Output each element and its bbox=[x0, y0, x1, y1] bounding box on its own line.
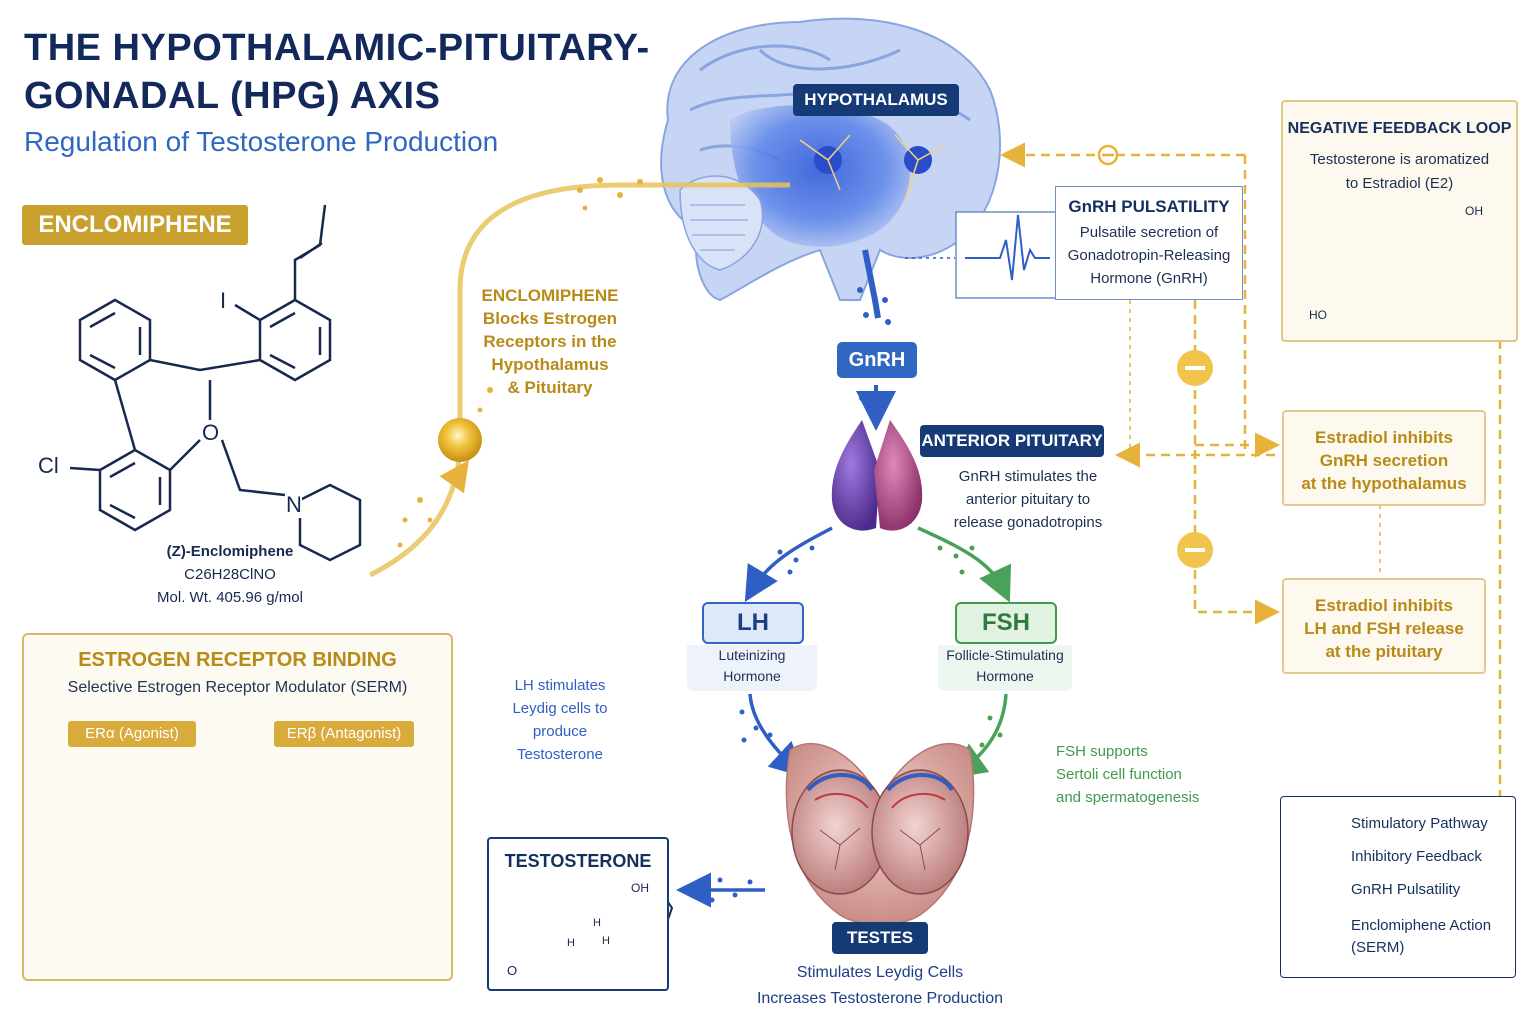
waveform-box bbox=[955, 211, 1057, 299]
testosterone-box: TESTOSTERONE OH O H H H bbox=[487, 837, 669, 991]
legend-inhibitory: Inhibitory Feedback bbox=[1351, 848, 1482, 865]
gnrh-label: GnRH bbox=[837, 342, 917, 378]
enclomiphene-badge: ENCLOMIPHENE bbox=[22, 205, 248, 245]
lh-label: LH bbox=[702, 602, 804, 644]
testes-description: Stimulates Leydig Cells Increases Testos… bbox=[756, 964, 1004, 1007]
legend-stimulatory: Stimulatory Pathway bbox=[1351, 815, 1488, 832]
feedback-loop bbox=[1000, 142, 1502, 800]
atom-iodine: I bbox=[220, 288, 227, 313]
testes-label: TESTES bbox=[832, 922, 928, 954]
fsh-subtitle: Follicle-Stimulating Hormone bbox=[938, 645, 1072, 691]
negative-feedback-desc: Testosterone is aromatized to Estradiol … bbox=[1309, 151, 1490, 192]
negative-feedback-box: NEGATIVE FEEDBACK LOOP Testosterone is a… bbox=[1281, 100, 1518, 342]
negative-feedback-title: NEGATIVE FEEDBACK LOOP bbox=[1287, 120, 1512, 137]
legend-enclomiphene-action: Enclomiphene Action (SERM) bbox=[1351, 917, 1492, 956]
testes-illustration bbox=[785, 743, 975, 926]
brain-illustration bbox=[660, 17, 1001, 319]
legend-pulsatility: GnRH Pulsatility bbox=[1351, 881, 1461, 898]
page-title: THE HYPOTHALAMIC-PITUITARY- GONADAL (HPG… bbox=[24, 27, 650, 117]
lh-description: LH stimulates Leydig cells to produce Te… bbox=[512, 677, 608, 763]
pituitary-illustration bbox=[831, 420, 923, 531]
legend: Stimulatory Pathway Inhibitory Feedback … bbox=[1280, 796, 1516, 978]
atom-chlorine: Cl bbox=[38, 453, 59, 478]
atom-nitrogen: N bbox=[286, 492, 302, 518]
fsh-label: FSH bbox=[955, 602, 1057, 644]
enclomiphene-structure bbox=[69, 204, 362, 562]
molecule-info: (Z)-Enclomiphene C26H28ClNO Mol. Wt. 405… bbox=[157, 543, 303, 606]
estradiol-inhibits-lh-fsh-box: Estradiol inhibits LH and FSH release at… bbox=[1282, 578, 1486, 674]
gnrh-pulsatility-box: GnRH PULSATILITY Pulsatile secretion of … bbox=[1055, 186, 1243, 300]
fsh-description: FSH supports Sertoli cell function and s… bbox=[1056, 743, 1200, 806]
enclomiphene-particles bbox=[397, 177, 643, 548]
enclomiphene-action-text: ENCLOMIPHENE Blocks Estrogen Receptors i… bbox=[481, 286, 619, 397]
anterior-pituitary-label: ANTERIOR PITUITARY bbox=[920, 425, 1104, 457]
er-binding-panel: ESTROGEN RECEPTOR BINDING Selective Estr… bbox=[22, 633, 453, 981]
lh-subtitle: Luteinizing Hormone bbox=[687, 645, 817, 691]
pituitary-description: GnRH stimulates the anterior pituitary t… bbox=[953, 468, 1103, 531]
er-binding-title: ESTROGEN RECEPTOR BINDING bbox=[78, 649, 397, 671]
pulse-waveform bbox=[965, 214, 1050, 281]
er-alpha-label: ERα (Agonist) bbox=[68, 721, 196, 747]
estradiol-inhibits-gnrh-box: Estradiol inhibits GnRH secretion at the… bbox=[1282, 410, 1486, 506]
testosterone-title: TESTOSTERONE bbox=[504, 851, 652, 871]
er-beta-label: ERβ (Antagonist) bbox=[274, 721, 414, 747]
enclomiphene-action-orb bbox=[438, 418, 482, 462]
page-subtitle: Regulation of Testosterone Production bbox=[24, 126, 499, 157]
hypothalamus-label: HYPOTHALAMUS bbox=[793, 84, 959, 116]
atom-oxygen: O bbox=[202, 420, 220, 446]
er-binding-subtitle: Selective Estrogen Receptor Modulator (S… bbox=[67, 679, 408, 696]
